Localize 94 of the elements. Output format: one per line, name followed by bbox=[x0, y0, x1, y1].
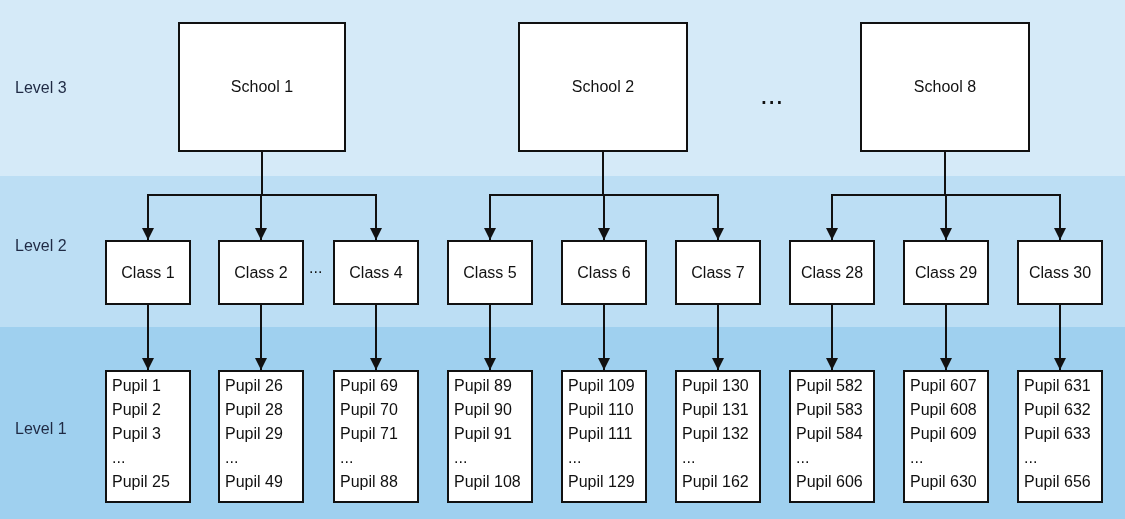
pupil-list-box bbox=[1017, 370, 1103, 503]
pupil-name: Pupil 632 bbox=[1024, 400, 1092, 420]
pupil-name: Pupil 28 bbox=[225, 400, 284, 420]
pupil-name: Pupil 607 bbox=[910, 376, 978, 396]
pupil-list-box bbox=[789, 370, 875, 503]
school-box bbox=[518, 22, 688, 152]
level-band bbox=[0, 176, 1125, 327]
pupil-name: Pupil 633 bbox=[1024, 424, 1092, 444]
pupil-name: ... bbox=[340, 448, 355, 468]
pupil-name: Pupil 606 bbox=[796, 472, 864, 492]
class-name: Class 1 bbox=[121, 262, 175, 283]
class-name: Class 4 bbox=[349, 262, 403, 283]
pupil-name: Pupil 88 bbox=[340, 472, 399, 492]
arrow bbox=[598, 304, 610, 371]
pupil-name: ... bbox=[454, 448, 469, 468]
pupil-list-box bbox=[218, 370, 304, 503]
pupil-name: Pupil 111 bbox=[568, 424, 634, 444]
class-box bbox=[789, 240, 875, 305]
arrow bbox=[484, 304, 496, 371]
level-label: Level 1 bbox=[15, 419, 67, 439]
pupil-name: Pupil 108 bbox=[454, 472, 522, 492]
pupil-name: Pupil 70 bbox=[340, 400, 399, 420]
pupil-name: Pupil 91 bbox=[454, 424, 513, 444]
school-name: School 8 bbox=[913, 77, 977, 97]
pupil-name: Pupil 584 bbox=[796, 424, 864, 444]
class-name: Class 6 bbox=[577, 262, 631, 283]
school-name: School 1 bbox=[230, 77, 294, 97]
arrow bbox=[255, 304, 267, 371]
pupil-list-box bbox=[903, 370, 989, 503]
arrow bbox=[370, 304, 382, 371]
arrow bbox=[712, 304, 724, 371]
class-name: Class 29 bbox=[914, 262, 978, 283]
class-box bbox=[1017, 240, 1103, 305]
pupil-name: ... bbox=[682, 448, 697, 468]
pupil-name: ... bbox=[1024, 448, 1039, 468]
pupil-name: Pupil 582 bbox=[796, 376, 864, 396]
pupil-name: Pupil 110 bbox=[568, 400, 635, 420]
pupil-name: Pupil 49 bbox=[225, 472, 284, 492]
pupil-name: Pupil 71 bbox=[340, 424, 399, 444]
pupil-name: Pupil 1 bbox=[112, 376, 162, 396]
pupil-name: Pupil 631 bbox=[1024, 376, 1092, 396]
pupil-name: Pupil 2 bbox=[112, 400, 162, 420]
pupil-name: Pupil 162 bbox=[682, 472, 750, 492]
pupil-name: ... bbox=[796, 448, 811, 468]
class-box bbox=[903, 240, 989, 305]
class-name: Class 2 bbox=[234, 262, 288, 283]
class-box bbox=[447, 240, 533, 305]
class-box bbox=[218, 240, 304, 305]
pupil-list-box bbox=[561, 370, 647, 503]
pupil-name: Pupil 630 bbox=[910, 472, 978, 492]
arrow bbox=[1054, 304, 1066, 371]
class-name: Class 5 bbox=[463, 262, 517, 283]
pupil-name: Pupil 26 bbox=[225, 376, 284, 396]
pupil-name: Pupil 132 bbox=[682, 424, 750, 444]
pupil-name: Pupil 89 bbox=[454, 376, 513, 396]
level-label: Level 3 bbox=[15, 78, 67, 98]
pupil-name: Pupil 109 bbox=[568, 376, 636, 396]
arrow bbox=[940, 304, 952, 371]
class-name: Class 7 bbox=[691, 262, 745, 283]
school-box bbox=[178, 22, 346, 152]
pupil-name: ... bbox=[112, 448, 127, 468]
pupil-name: Pupil 656 bbox=[1024, 472, 1092, 492]
pupil-name: ... bbox=[225, 448, 240, 468]
school-name: School 2 bbox=[571, 77, 635, 97]
school-box bbox=[860, 22, 1030, 152]
pupil-name: Pupil 131 bbox=[682, 400, 750, 420]
pupil-name: Pupil 90 bbox=[454, 400, 513, 420]
pupil-name: Pupil 129 bbox=[568, 472, 636, 492]
level-band bbox=[0, 327, 1125, 519]
pupil-name: Pupil 25 bbox=[112, 472, 171, 492]
class-box bbox=[333, 240, 419, 305]
level-label: Level 2 bbox=[15, 235, 67, 256]
class-name: Class 28 bbox=[800, 262, 864, 283]
pupil-name: ... bbox=[568, 448, 583, 468]
class-box bbox=[675, 240, 761, 305]
pupil-list-box bbox=[447, 370, 533, 503]
pupil-name: Pupil 69 bbox=[340, 376, 399, 396]
pupil-name: Pupil 608 bbox=[910, 400, 978, 420]
ellipsis: ... bbox=[309, 258, 323, 278]
arrow bbox=[826, 304, 838, 371]
pupil-name: Pupil 3 bbox=[112, 424, 162, 444]
pupil-name: Pupil 130 bbox=[682, 376, 750, 396]
pupil-list-box bbox=[333, 370, 419, 503]
pupil-list-box bbox=[105, 370, 191, 503]
arrow bbox=[142, 304, 154, 371]
ellipsis: ... bbox=[760, 78, 784, 112]
pupil-name: Pupil 583 bbox=[796, 400, 864, 420]
pupil-list-box bbox=[675, 370, 761, 503]
class-box bbox=[561, 240, 647, 305]
pupil-name: ... bbox=[910, 448, 925, 468]
pupil-name: Pupil 29 bbox=[225, 424, 284, 444]
pupil-name: Pupil 609 bbox=[910, 424, 978, 444]
class-name: Class 30 bbox=[1028, 262, 1092, 283]
class-box bbox=[105, 240, 191, 305]
